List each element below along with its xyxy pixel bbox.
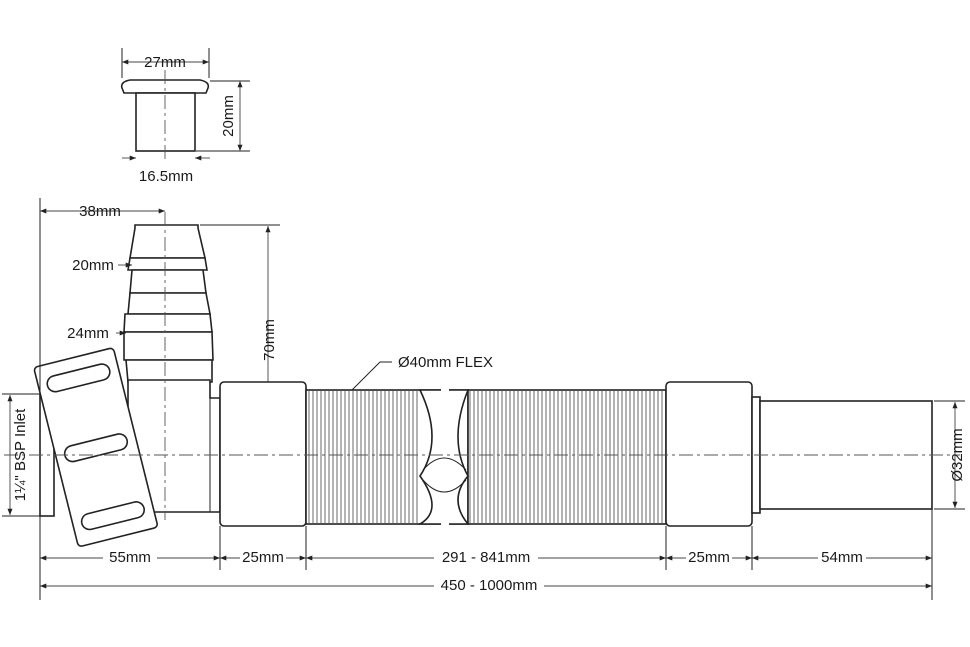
overall-length-label: 450 - 1000mm (441, 577, 538, 594)
spigot-small-label: 20mm (72, 257, 114, 274)
spigot-offset-label: 38mm (79, 203, 121, 220)
label-backgrounds (103, 548, 866, 594)
trap-body (33, 212, 221, 547)
left-collar-label: 25mm (242, 549, 284, 566)
flex-length-label: 291 - 841mm (442, 549, 530, 566)
flex-hose-label: Ø40mm FLEX (398, 354, 493, 371)
plug-stem-label: 16.5mm (139, 168, 193, 185)
right-collar-label: 25mm (688, 549, 730, 566)
spigot-height-label: 70mm (261, 319, 278, 361)
inlet-outlet-dimensions (2, 393, 965, 517)
plug-part (120, 48, 250, 161)
plug-height-label: 20mm (220, 95, 237, 137)
flex-hose (219, 381, 933, 528)
outlet-length-label: 54mm (821, 549, 863, 566)
inlet-thread-label: 1¼" BSP Inlet (12, 408, 29, 501)
body-length-label: 55mm (109, 549, 151, 566)
spigot-large-label: 24mm (67, 325, 109, 342)
flex-leader-line (351, 361, 392, 391)
plug-width-label: 27mm (144, 54, 186, 71)
outlet-diameter-label: Ø32mm (949, 428, 966, 481)
